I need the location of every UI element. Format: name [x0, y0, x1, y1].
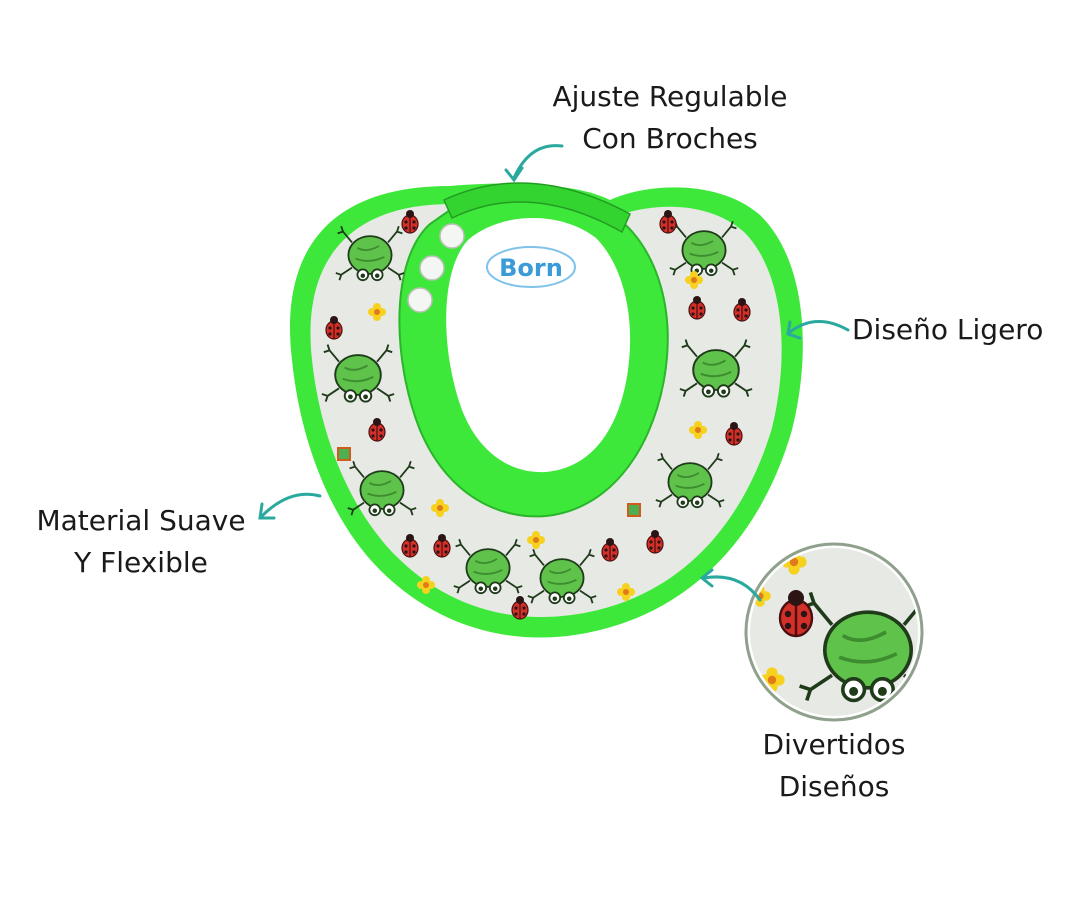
brand-logo-text: Born — [499, 254, 563, 282]
arrow-adjust — [512, 144, 564, 180]
callout-lightweight-design: Diseño Ligero — [852, 309, 1043, 351]
callout-fun-designs: Divertidos Diseños — [724, 724, 944, 808]
arrow-adjust-head — [504, 166, 524, 183]
arrow-soft-head — [258, 502, 276, 520]
flower-pattern — [337, 447, 351, 461]
callout-fun-line1: Divertidos — [762, 728, 906, 761]
arrow-soft — [260, 492, 322, 518]
brand-logo-badge — [486, 246, 576, 288]
arrow-fun — [702, 575, 762, 602]
callout-fun-line2: Diseños — [778, 770, 890, 803]
callout-soft-line2: Y Flexible — [74, 546, 208, 579]
callout-arrows — [258, 144, 850, 602]
snap-button-2 — [419, 255, 445, 281]
arrow-light-head — [786, 320, 802, 340]
snap-button-1 — [439, 223, 465, 249]
callout-light-line1: Diseño Ligero — [852, 313, 1044, 346]
bath-visor: Born — [289, 182, 803, 638]
arrow-fun-head — [699, 568, 714, 588]
callout-soft-line1: Material Suave — [36, 504, 246, 537]
flower-pattern — [627, 503, 641, 517]
callout-adjustable-fit: Ajuste Regulable Con Broches — [500, 76, 840, 160]
callout-soft-material: Material Suave Y Flexible — [0, 500, 282, 584]
callout-adjust-line1: Ajuste Regulable — [552, 80, 788, 113]
elastic-strap — [443, 182, 631, 234]
zoom-detail-circle — [744, 542, 924, 722]
snap-button-3 — [407, 287, 433, 313]
visor-neck-opening — [446, 217, 631, 473]
callout-adjust-line2: Con Broches — [582, 122, 758, 155]
arrow-light — [788, 320, 850, 334]
